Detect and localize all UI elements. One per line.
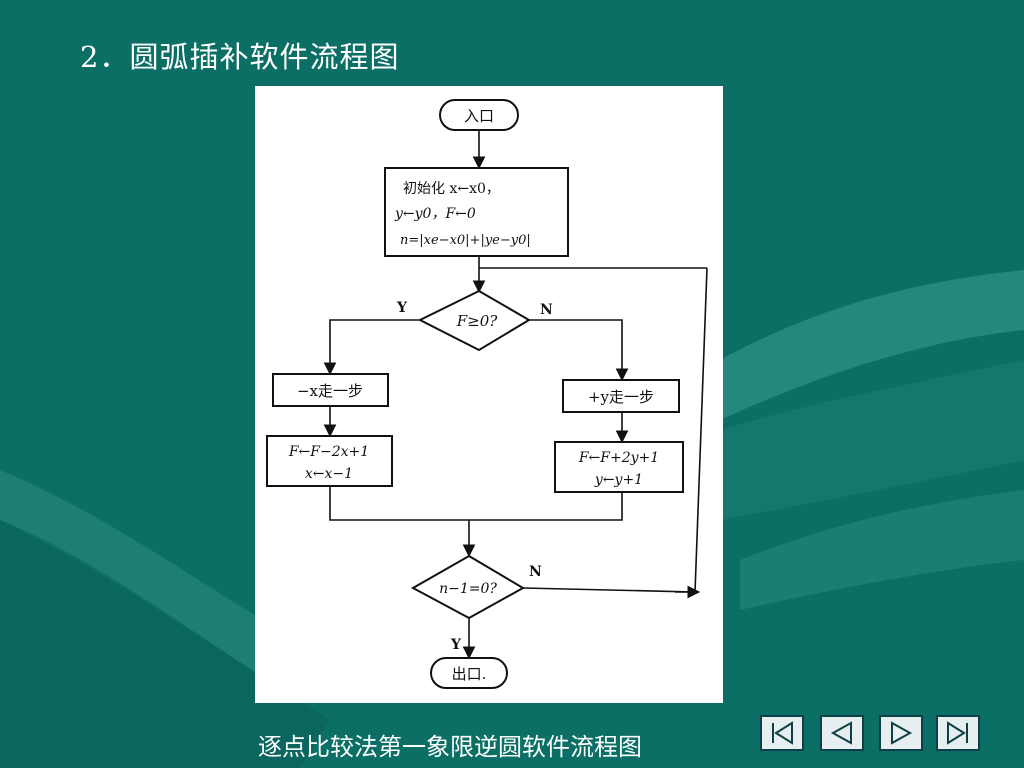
decision-f-ge-0 bbox=[417, 289, 531, 352]
decision1-no: N bbox=[540, 302, 553, 318]
init-line-2: y←y0，F←0 bbox=[394, 206, 476, 222]
flowchart-figure: 入口 初始化 x←x0， y←y0，F←0 n=|xe−x0|+|ye−y0| … bbox=[255, 86, 723, 703]
right-step-box bbox=[562, 379, 680, 413]
last-slide-button[interactable] bbox=[936, 715, 980, 751]
entry-label: 入口 bbox=[464, 107, 494, 125]
decision2-label: n−1=0? bbox=[439, 581, 497, 597]
exit-terminal bbox=[430, 657, 508, 689]
figure-caption: 逐点比较法第一象限逆圆软件流程图 bbox=[258, 733, 642, 761]
decision1-yes: Y bbox=[396, 300, 408, 316]
left-update-1: F←F−2x+1 bbox=[288, 444, 369, 460]
init-line-3: n=|xe−x0|+|ye−y0| bbox=[400, 233, 531, 248]
previous-slide-button[interactable] bbox=[820, 715, 864, 751]
prev-icon bbox=[830, 721, 852, 745]
exit-label: 出口. bbox=[452, 665, 487, 683]
flowchart-diagram: 入口 初始化 x←x0， y←y0，F←0 n=|xe−x0|+|ye−y0| … bbox=[266, 99, 708, 689]
init-box bbox=[384, 167, 569, 257]
right-update-2: y←y+1 bbox=[594, 472, 643, 488]
slide-title: 2．圆弧插补软件流程图 bbox=[80, 40, 400, 74]
right-update-box bbox=[554, 441, 684, 493]
left-step-label: −x走一步 bbox=[297, 382, 363, 400]
right-update-1: F←F+2y+1 bbox=[578, 450, 659, 466]
last-icon bbox=[947, 721, 968, 745]
next-slide-button[interactable] bbox=[879, 715, 923, 751]
decision2-yes: Y bbox=[450, 637, 462, 653]
first-slide-button[interactable] bbox=[760, 715, 804, 751]
decision2-no: N bbox=[529, 564, 542, 580]
first-icon bbox=[772, 721, 793, 745]
init-line-1: 初始化 x←x0， bbox=[403, 180, 500, 197]
left-update-box bbox=[266, 435, 393, 487]
next-icon bbox=[891, 721, 913, 745]
left-update-2: x←x−1 bbox=[305, 466, 353, 482]
right-step-label: +y走一步 bbox=[588, 388, 654, 406]
decision1-label: F≥0? bbox=[456, 312, 499, 330]
